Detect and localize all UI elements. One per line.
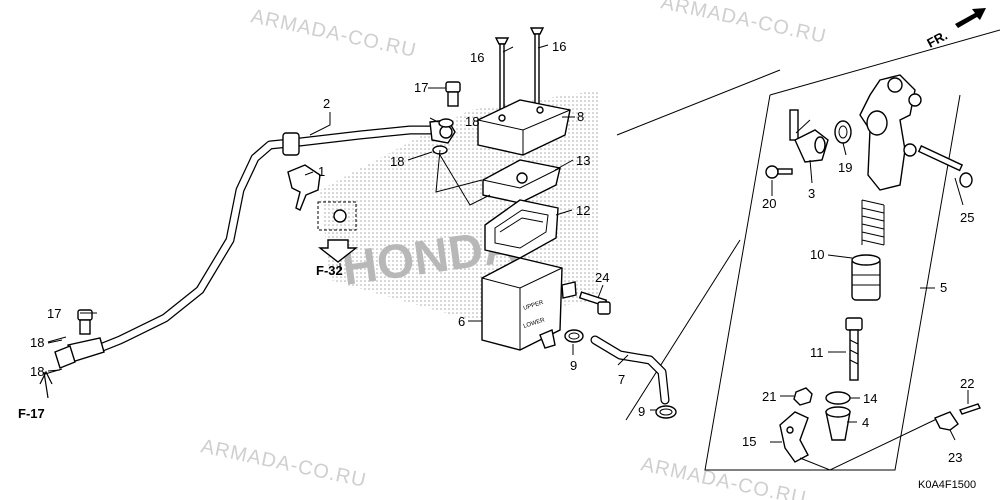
- boot-14: [825, 391, 851, 405]
- label-15: 15: [742, 434, 756, 449]
- watermark-top-left: ARMADA-CO.RU: [249, 5, 419, 62]
- label-11: 11: [810, 345, 824, 360]
- joint-pin-23: [934, 411, 959, 431]
- hose-clamp-1: [287, 164, 321, 211]
- reference-f17-arrow: [39, 370, 53, 399]
- label-18-left-upper: 18: [30, 335, 44, 350]
- reservoir-hose-7: [590, 335, 670, 405]
- watermark-bottom-left: ARMADA-CO.RU: [199, 435, 369, 492]
- label-16-left: 16: [470, 50, 484, 65]
- label-20: 20: [762, 196, 776, 211]
- leader-lines: [47, 44, 969, 443]
- label-19: 19: [838, 160, 852, 175]
- hose-clip-9-lower: [655, 405, 677, 419]
- label-7: 7: [618, 372, 625, 387]
- label-13: 13: [576, 153, 590, 168]
- drawing-code: K0A4F1500: [918, 479, 976, 491]
- banjo-bolt-17-left: [77, 309, 93, 335]
- label-22: 22: [960, 376, 974, 391]
- label-21: 21: [762, 389, 776, 404]
- piston-10: [851, 254, 881, 301]
- label-5: 5: [940, 280, 947, 295]
- label-18-top: 18: [465, 114, 479, 129]
- o-ring-19: [834, 120, 852, 144]
- label-1: 1: [318, 164, 325, 179]
- boot-4: [825, 406, 851, 441]
- label-25: 25: [960, 210, 974, 225]
- pushrod-11: [845, 317, 863, 381]
- spring-10: [861, 199, 885, 246]
- watermark-top-right: ARMADA-CO.RU: [659, 0, 829, 48]
- master-cylinder-body-5: [859, 74, 922, 191]
- label-17-left: 17: [47, 306, 61, 321]
- screw-f32: [317, 201, 359, 263]
- label-16-right: 16: [552, 39, 566, 54]
- label-8: 8: [577, 109, 584, 124]
- label-24: 24: [595, 270, 609, 285]
- reference-f32: F-32: [316, 263, 343, 278]
- label-2: 2: [323, 96, 330, 111]
- label-18-mid: 18: [390, 154, 404, 169]
- label-3: 3: [808, 186, 815, 201]
- label-14: 14: [863, 391, 877, 406]
- diaphragm-plate-13: [482, 159, 561, 204]
- reference-f17: F-17: [18, 406, 45, 421]
- brake-hose-2: [54, 119, 456, 369]
- label-9-upper: 9: [570, 358, 577, 373]
- reservoir-body-6: UPPER LOWER: [481, 257, 577, 351]
- screw-20: [765, 165, 793, 179]
- banjo-bolt-17-top: [432, 81, 461, 155]
- joint-3: [789, 109, 829, 163]
- bolt-25: [917, 145, 973, 188]
- reservoir-cap-8: [477, 99, 571, 156]
- label-9-lower: 9: [638, 404, 645, 419]
- label-17-top: 17: [414, 80, 428, 95]
- cotter-pin-22: [959, 403, 981, 415]
- label-6: 6: [458, 314, 465, 329]
- hose-clip-9-upper: [564, 329, 584, 343]
- watermark-bottom-right: ARMADA-CO.RU: [639, 453, 809, 500]
- label-23: 23: [948, 450, 962, 465]
- label-10: 10: [810, 247, 824, 262]
- front-direction-arrow: FR.: [924, 8, 986, 51]
- label-4: 4: [862, 415, 869, 430]
- rod-joint-15: [779, 411, 946, 471]
- svg-text:FR.: FR.: [924, 28, 950, 51]
- nut-21: [793, 387, 813, 406]
- label-12: 12: [576, 203, 590, 218]
- master-cylinder-assembly-box: [616, 29, 1000, 471]
- mount-bolt-24: [578, 291, 611, 315]
- label-18-left-lower: 18: [30, 364, 44, 379]
- diaphragm-12: [484, 199, 559, 259]
